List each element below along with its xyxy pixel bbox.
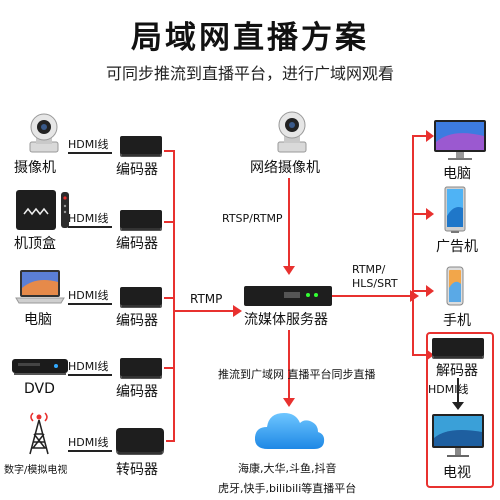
bus-line <box>164 367 174 369</box>
streaming-server-device <box>244 286 332 306</box>
hdmi-link <box>68 374 112 376</box>
source-label: 电脑 <box>24 312 52 328</box>
page-title: 局域网直播方案 <box>131 20 369 56</box>
transcoder-label: 转码器 <box>116 462 158 478</box>
hdmi-link-label: HDMI线 <box>68 360 109 373</box>
arrow-head <box>426 349 434 361</box>
ip-camera-label: 网络摄像机 <box>250 160 320 176</box>
tv-icon <box>430 412 486 460</box>
dvd-player-icon <box>10 355 70 377</box>
client-bus-line <box>412 213 428 215</box>
decoder-group-frame <box>426 332 494 488</box>
arrow-head <box>283 266 295 275</box>
tv-label: 电视 <box>443 465 471 481</box>
platform-list-line2: 虎牙,快手,bilibili等直播平台 <box>218 482 357 495</box>
smartphone-icon <box>446 266 464 306</box>
arrow-head <box>426 285 434 297</box>
bus-line <box>164 150 174 152</box>
client-label: 手机 <box>443 313 471 329</box>
ptz-camera-icon <box>22 112 66 154</box>
cloud-icon <box>252 405 326 453</box>
server-to-cloud-line <box>288 330 290 400</box>
ad-kiosk-icon <box>444 186 466 234</box>
arrow-head <box>233 305 242 317</box>
hdmi-link-label: HDMI线 <box>68 138 109 151</box>
source-label: 摄像机 <box>14 160 56 176</box>
encoder-label: 编码器 <box>116 384 158 400</box>
client-label: 电脑 <box>443 166 471 182</box>
server-label: 流媒体服务器 <box>244 312 328 328</box>
source-label: 数字/模拟电视 <box>4 465 68 476</box>
client-bus-line <box>412 290 428 292</box>
encoder-device <box>120 136 162 156</box>
output-protocol-line1: RTMP/ <box>352 263 386 276</box>
encoder-label: 编码器 <box>116 313 158 329</box>
bus-protocol-label: RTMP <box>190 292 223 306</box>
set-top-box-icon <box>12 188 72 234</box>
bus-line <box>164 221 174 223</box>
hdmi-link-label: HDMI线 <box>68 289 109 302</box>
page-subtitle: 可同步推流到直播平台，进行广域网观看 <box>105 64 394 83</box>
antenna-tower-icon <box>24 408 54 456</box>
cloud-push-label: 推流到广域网 直播平台同步直播 <box>218 368 376 381</box>
decoder-to-tv-line <box>457 378 459 404</box>
encoder-device <box>120 287 162 307</box>
decoder-link-label: HDMI线 <box>428 383 469 396</box>
hdmi-link <box>68 303 112 305</box>
laptop-icon <box>14 268 66 306</box>
hdmi-link-label: HDMI线 <box>68 436 109 449</box>
encoder-label: 编码器 <box>116 162 158 178</box>
bus-vertical <box>173 150 175 442</box>
decoder-device <box>432 338 484 358</box>
bus-line <box>164 297 174 299</box>
decoder-label: 解码器 <box>436 363 478 379</box>
hdmi-link <box>68 226 112 228</box>
arrow-head <box>452 402 464 410</box>
hdmi-link <box>68 450 112 452</box>
encoder-device <box>120 210 162 230</box>
ip-camera-icon <box>270 110 314 154</box>
output-protocol-line2: HLS/SRT <box>352 277 398 290</box>
arrow-head <box>426 208 434 220</box>
arrow-head <box>283 398 295 407</box>
client-label: 广告机 <box>436 239 478 255</box>
hdmi-link-label: HDMI线 <box>68 212 109 225</box>
platform-list-line1: 海康,大华,斗鱼,抖音 <box>238 462 337 475</box>
encoder-label: 编码器 <box>116 236 158 252</box>
source-label: DVD <box>24 381 55 397</box>
arrow-head <box>426 130 434 142</box>
source-label: 机顶盒 <box>14 236 56 252</box>
encoder-device <box>120 358 162 378</box>
camera-to-server-line <box>288 178 290 268</box>
transcoder-device <box>116 428 164 454</box>
bus-line <box>166 440 174 442</box>
bus-to-server <box>173 310 235 312</box>
client-bus-line <box>412 354 428 356</box>
camera-protocol-label: RTSP/RTMP <box>222 212 283 225</box>
hdmi-link <box>68 152 112 154</box>
desktop-monitor-icon <box>432 118 488 162</box>
client-bus-line <box>412 135 428 137</box>
arrow-head <box>410 290 419 302</box>
client-bus-vertical <box>412 135 414 355</box>
server-to-clients-line <box>332 295 412 297</box>
